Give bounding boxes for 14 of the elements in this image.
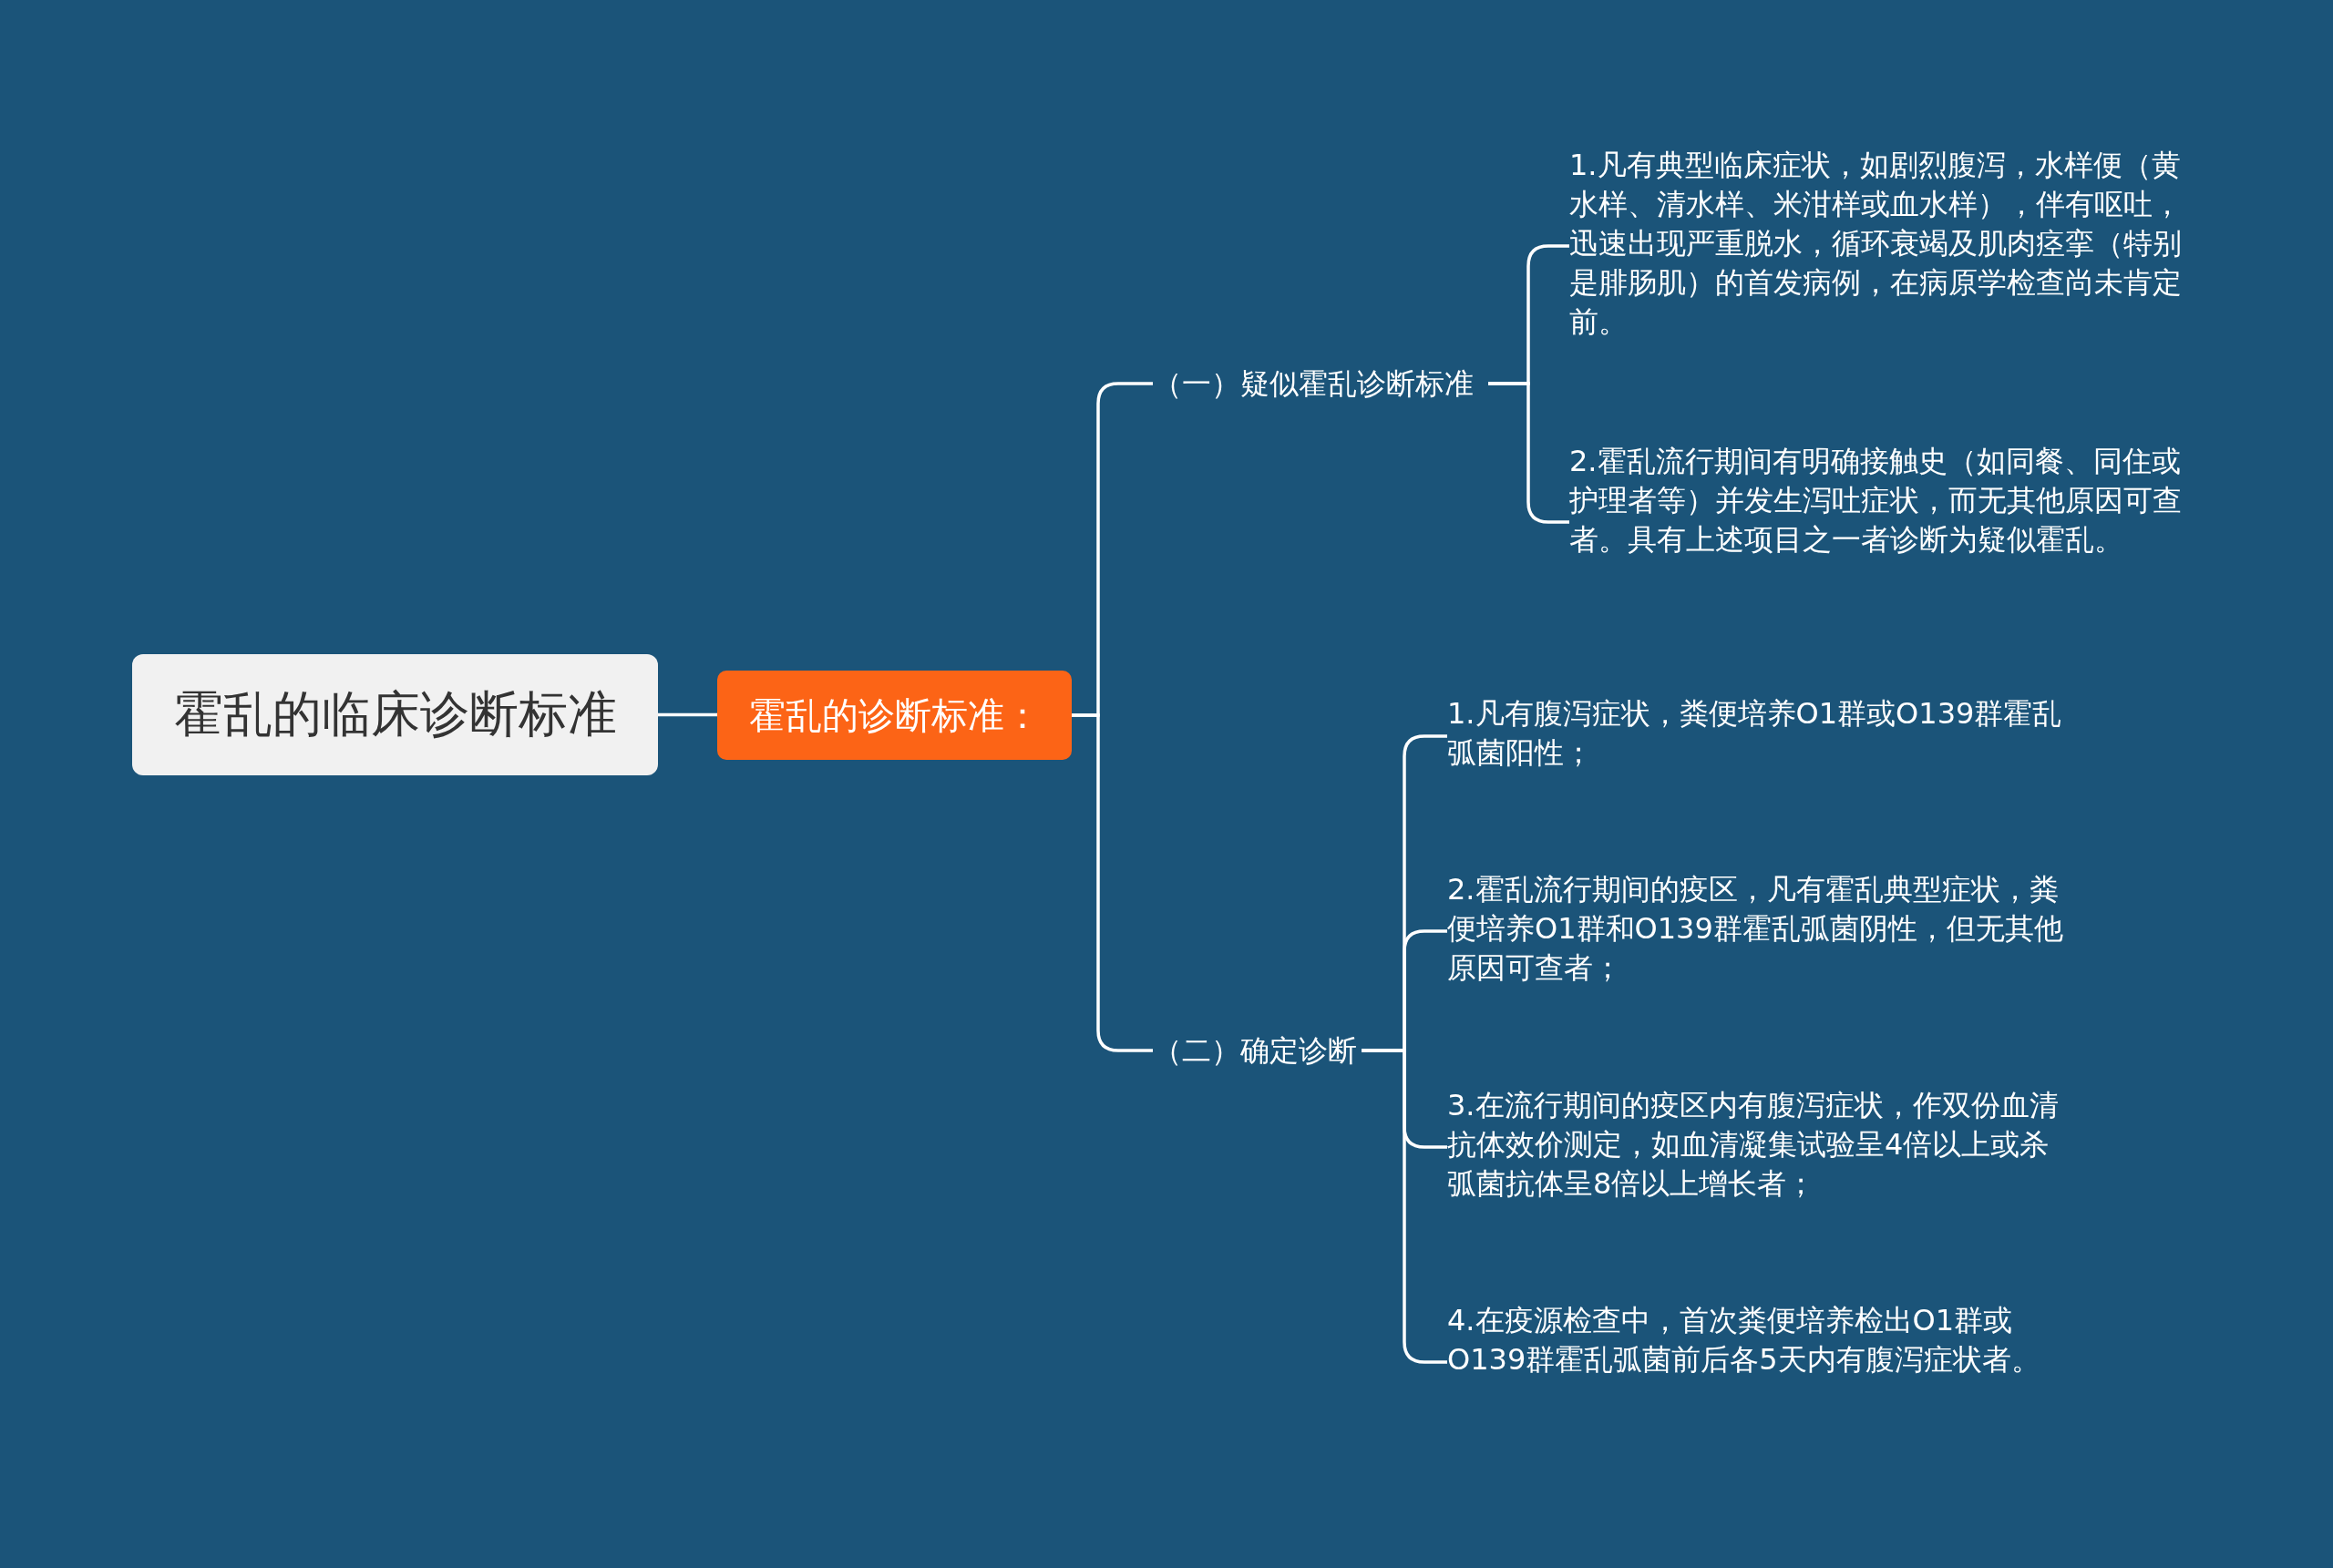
connector-line [1488, 382, 1569, 524]
criterion-text: 1.凡有典型临床症状，如剧烈腹泻，水样便（黄水样、清水样、米泔样或血水样），伴有呕吐，迅速出现严重脱水，循环衰竭及肌肉痉挛（特别是腓肠肌）的首发病例，在病原学检查尚未肯定前。 [1569, 146, 2189, 346]
criterion-text: 3.在流行期间的疫区内有腹泻症状，作双份血清抗体效价测定，如血清凝集试验呈4倍以上或杀弧菌抗体呈8倍以上增长者； [1447, 1086, 2067, 1208]
root-topic-box: 霍乱的临床诊断标准 [132, 654, 658, 775]
subtopic-label: （一）疑似霍乱诊断标准 [1153, 364, 1488, 404]
criterion-text: 4.在疫源检查中，首次粪便培养检出O1群或O139群霍乱弧菌前后各5天内有腹泻症状者。 [1447, 1301, 2067, 1423]
criterion-text: 2.霍乱流行期间有明确接触史（如同餐、同住或护理者等）并发生泻吐症状，而无其他原因可查者。具有上述项目之一者诊断为疑似霍乱。 [1569, 442, 2189, 602]
connector-line [1072, 713, 1153, 1052]
criterion-text: 1.凡有腹泻症状，粪便培养O1群或O139群霍乱弧菌阳性； [1447, 694, 2067, 778]
topic-box: 霍乱的诊断标准： [717, 671, 1072, 760]
subtopic-label: （二）确定诊断 [1153, 1030, 1362, 1071]
connector-line [1362, 1049, 1447, 1364]
connector-line [658, 712, 717, 717]
criterion-text: 2.霍乱流行期间的疫区，凡有霍乱典型症状，粪便培养O1群和O139群霍乱弧菌阴性，但无其他原因可查者； [1447, 870, 2067, 992]
